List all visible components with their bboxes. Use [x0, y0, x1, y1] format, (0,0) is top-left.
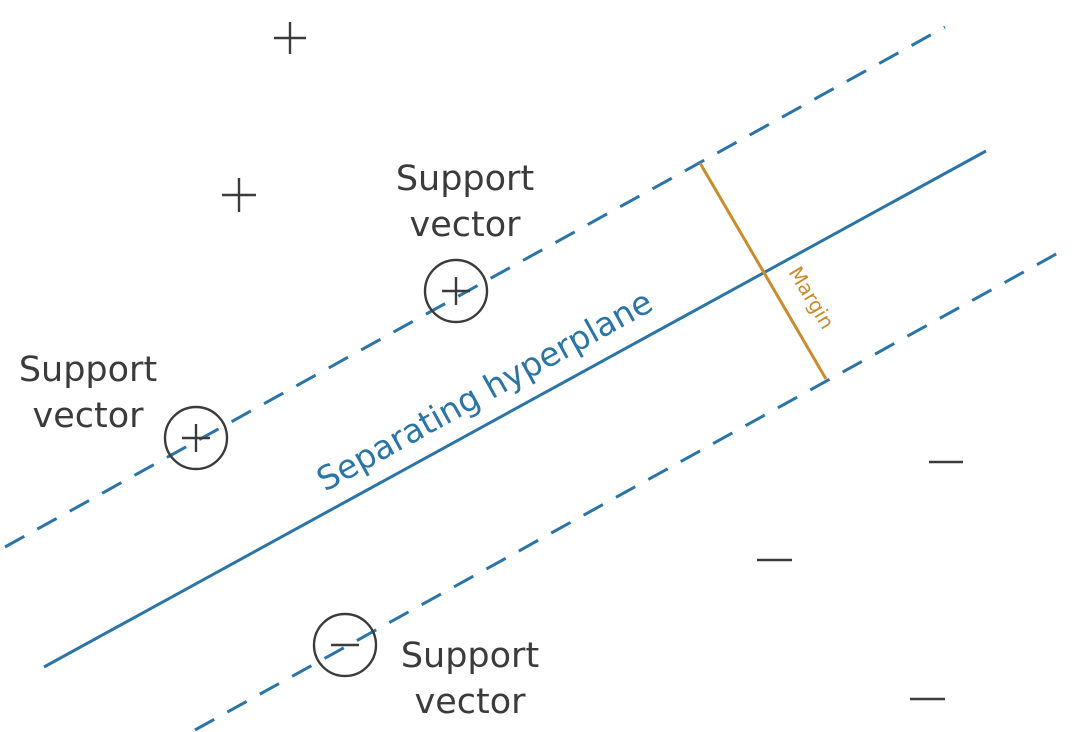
hyperplane-label: Separating hyperplane [310, 282, 659, 499]
lower-margin-boundary [194, 251, 1059, 732]
positive-support-vector [423, 258, 489, 324]
positive-point [274, 22, 306, 54]
negative-support-vector [312, 612, 378, 678]
positive-point [222, 178, 256, 212]
upper-margin-boundary [4, 25, 946, 549]
support-vector-label-bottom: Support vector [401, 636, 539, 722]
svg-text:Support: Support [19, 350, 157, 390]
support-vector-label-top: Support vector [396, 159, 534, 245]
svg-text:Support: Support [396, 159, 534, 199]
svg-text:vector: vector [409, 205, 521, 245]
separating-hyperplane-line [43, 149, 987, 669]
margin-line [698, 162, 828, 380]
svg-text:vector: vector [414, 682, 526, 722]
svg-text:Support: Support [401, 636, 539, 676]
positive-support-vector [163, 405, 229, 471]
svg-text:vector: vector [32, 396, 144, 436]
support-vector-label-left: Support vector [19, 350, 157, 436]
